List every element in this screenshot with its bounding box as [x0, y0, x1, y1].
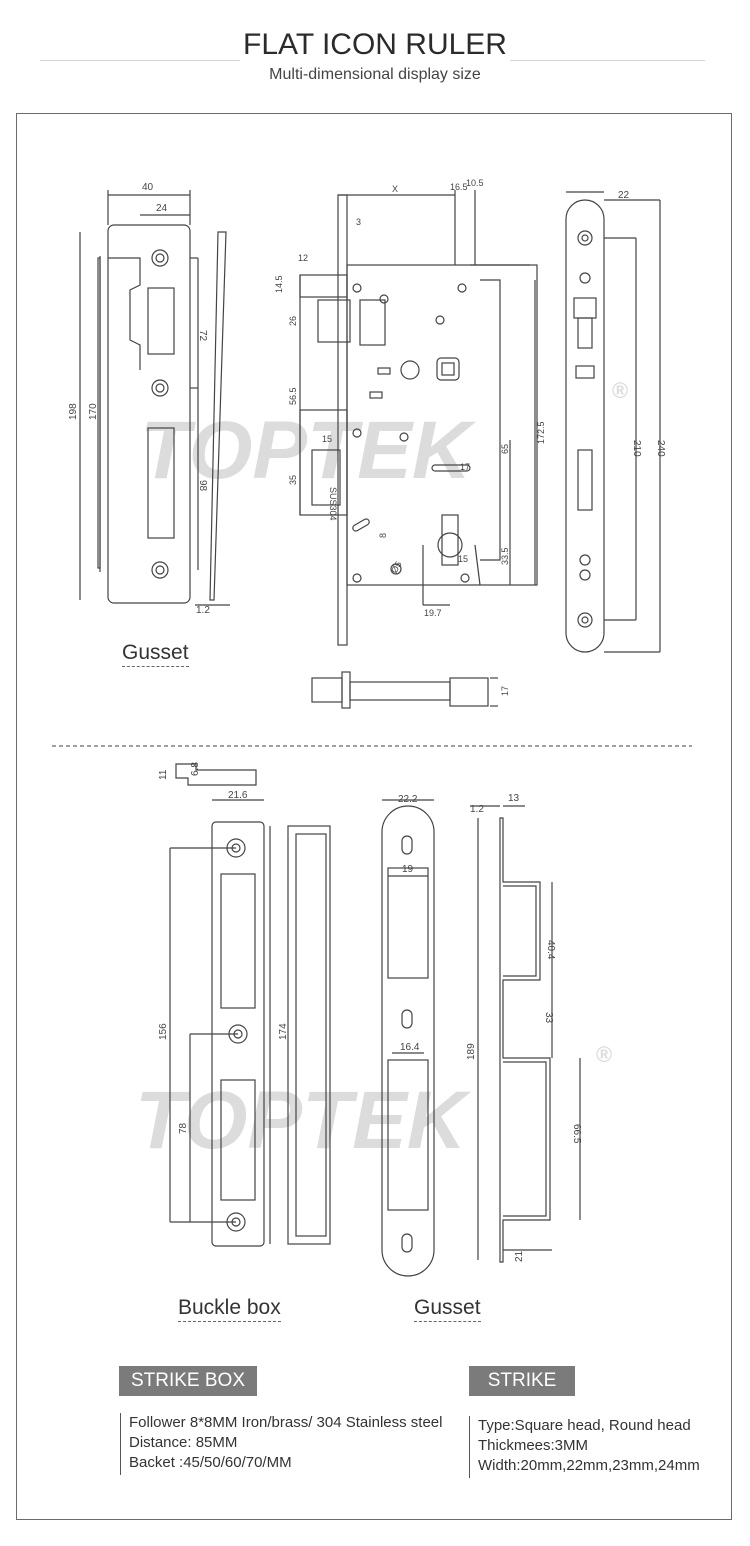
strike-box-specs: Follower 8*8MM Iron/brass/ 304 Stainless… [120, 1413, 442, 1475]
header-rule-left [40, 60, 240, 61]
svg-text:17: 17 [460, 462, 470, 472]
strike-spec-line: Type:Square head, Round head [478, 1417, 691, 1434]
strike-box-spec-line: Backet :45/50/60/70/MM [129, 1454, 292, 1471]
gusset-plate-drawing [381, 799, 479, 1277]
svg-text:33.5: 33.5 [500, 547, 510, 565]
svg-text:240: 240 [655, 440, 666, 457]
svg-text:33: 33 [543, 1012, 554, 1024]
svg-text:24: 24 [156, 203, 168, 214]
svg-text:®: ® [612, 378, 628, 403]
svg-text:72: 72 [197, 330, 208, 342]
faceplate-drawing [79, 190, 230, 606]
cover-plate-dims: 22 210 240 [618, 190, 666, 457]
caption-gusset-bottom: Gusset [414, 1296, 481, 1322]
strike-spec-line: Width:20mm,22mm,23mm,24mm [478, 1457, 700, 1474]
lock-body-dims: X 16.5 10.5 3 12 14.5 26 56.5 15 35 8 17… [274, 178, 546, 618]
svg-text:40: 40 [142, 182, 154, 193]
svg-text:19: 19 [402, 864, 414, 875]
caption-buckle-box: Buckle box [178, 1296, 281, 1322]
strike-box-label: STRIKE BOX [119, 1366, 257, 1396]
svg-text:172.5: 172.5 [536, 421, 546, 444]
svg-text:14.5: 14.5 [274, 275, 284, 293]
svg-text:56.5: 56.5 [288, 387, 298, 405]
strike-box-spec-line: Follower 8*8MM Iron/brass/ 304 Stainless… [129, 1414, 443, 1431]
svg-text:170: 170 [88, 403, 99, 420]
svg-text:198: 198 [68, 403, 79, 420]
strike-profile-dims: 1.2 13 40.4 33 66.5 21 [470, 793, 582, 1262]
faceplate-dims: 40 24 72 198 170 98 1.2 [68, 182, 210, 616]
strike-box-spec-line: Distance: 85MM [129, 1434, 238, 1451]
svg-text:11: 11 [158, 769, 169, 780]
svg-text:22.2: 22.2 [398, 794, 418, 805]
svg-text:26: 26 [288, 316, 298, 326]
strike-profile-drawing [470, 805, 581, 1263]
svg-text:21: 21 [514, 1250, 525, 1262]
gusset-plate-dims: 22.2 19 16.4 189 [398, 794, 477, 1060]
watermark-text-bottom: TOPTEK [135, 1075, 472, 1166]
svg-text:40.4: 40.4 [545, 940, 556, 960]
svg-text:78: 78 [178, 1122, 189, 1134]
sus304-stamp: SUS304 [328, 487, 338, 521]
svg-text:156: 156 [158, 1023, 169, 1040]
buckle-box-dims: 11 6.8 21.6 156 78 174 [158, 762, 289, 1134]
svg-text:35: 35 [288, 475, 298, 485]
watermark-bottom: TOPTEK ® [135, 1042, 612, 1166]
svg-text:17: 17 [500, 686, 510, 696]
svg-text:1.2: 1.2 [196, 605, 210, 616]
svg-text:210: 210 [631, 440, 642, 457]
svg-text:X: X [392, 184, 398, 194]
svg-text:98: 98 [197, 480, 208, 492]
svg-text:8: 8 [378, 533, 388, 538]
svg-text:10.5: 10.5 [466, 178, 484, 188]
buckle-box-drawing [169, 763, 331, 1247]
lock-body-drawing [299, 190, 538, 646]
strike-label: STRIKE [469, 1366, 575, 1396]
bolt-side-view [311, 671, 498, 709]
svg-text:174: 174 [278, 1023, 289, 1040]
svg-text:3: 3 [356, 217, 361, 227]
svg-text:22: 22 [618, 190, 630, 201]
caption-gusset-top: Gusset [122, 641, 189, 667]
svg-text:16.4: 16.4 [400, 1042, 420, 1053]
svg-text:19.7: 19.7 [424, 608, 442, 618]
strike-specs: Type:Square head, Round head Thickmees:3… [469, 1416, 700, 1478]
strike-spec-line: Thickmees:3MM [478, 1437, 589, 1454]
watermark-text-top: TOPTEK [140, 405, 477, 496]
svg-text:15: 15 [458, 554, 468, 564]
page-title: FLAT ICON RULER [243, 28, 507, 61]
svg-text:Ø5: Ø5 [389, 560, 404, 575]
svg-text:16.5: 16.5 [450, 182, 468, 192]
svg-text:1.2: 1.2 [470, 804, 484, 815]
watermark-top: TOPTEK ® [140, 378, 628, 496]
drawing-frame [16, 113, 732, 1520]
svg-text:66.5: 66.5 [571, 1124, 582, 1144]
svg-text:6.8: 6.8 [190, 762, 201, 776]
svg-text:65: 65 [500, 444, 510, 454]
svg-text:21.6: 21.6 [228, 790, 248, 801]
page-subtitle: Multi-dimensional display size [269, 66, 481, 83]
cover-plate-drawing [565, 191, 661, 653]
svg-text:189: 189 [466, 1043, 477, 1060]
svg-text:12: 12 [298, 253, 308, 263]
svg-text:15: 15 [322, 434, 332, 444]
header-rule-right [510, 60, 705, 61]
svg-text:13: 13 [508, 793, 520, 804]
svg-text:®: ® [596, 1042, 612, 1067]
